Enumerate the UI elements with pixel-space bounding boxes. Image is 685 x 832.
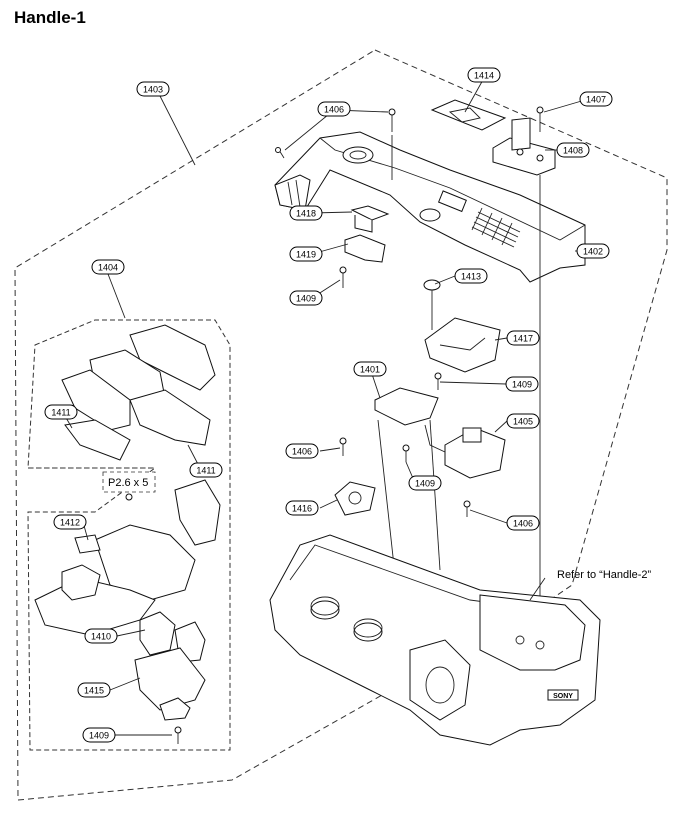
part-label-1414: 1414 bbox=[467, 67, 501, 83]
svg-text:1406: 1406 bbox=[324, 105, 344, 115]
part-label-1418: 1418 bbox=[289, 205, 323, 221]
part-label-1409-c: 1409 bbox=[408, 475, 442, 491]
part-label-1413: 1413 bbox=[454, 268, 488, 284]
main-handle-body: SONY bbox=[269, 534, 601, 746]
refer-note: Refer to “Handle-2” bbox=[557, 569, 651, 581]
part-label-1407: 1407 bbox=[579, 91, 613, 107]
part-label-1412: 1412 bbox=[53, 514, 87, 530]
part-label-1403: 1403 bbox=[136, 81, 170, 97]
part-1401-board bbox=[374, 387, 439, 426]
svg-text:1402: 1402 bbox=[583, 247, 603, 257]
svg-text:1406: 1406 bbox=[292, 447, 312, 457]
svg-text:1403: 1403 bbox=[143, 85, 163, 95]
brand-mark: SONY bbox=[553, 693, 573, 700]
part-1408-bracket bbox=[492, 117, 556, 176]
screw-icons bbox=[125, 106, 544, 744]
svg-text:1405: 1405 bbox=[513, 417, 533, 427]
handle-top-part bbox=[274, 131, 586, 283]
part-label-1401: 1401 bbox=[353, 361, 387, 377]
svg-text:1411: 1411 bbox=[51, 408, 70, 418]
part-1404-covers bbox=[61, 324, 216, 461]
screw-spec-note: P2.6 x 5 bbox=[102, 471, 156, 493]
part-label-1415: 1415 bbox=[77, 682, 111, 698]
svg-text:1417: 1417 bbox=[513, 334, 533, 344]
page-title: Handle-1 bbox=[14, 8, 86, 27]
svg-text:1409: 1409 bbox=[512, 380, 532, 390]
svg-text:1415: 1415 bbox=[84, 686, 104, 696]
part-1410-1412-1415 bbox=[34, 479, 221, 721]
svg-text:P2.6 x 5: P2.6 x 5 bbox=[108, 477, 148, 489]
svg-text:1409: 1409 bbox=[415, 479, 435, 489]
part-label-1409-d: 1409 bbox=[82, 727, 116, 743]
svg-text:1401: 1401 bbox=[360, 365, 380, 375]
svg-text:1404: 1404 bbox=[98, 263, 118, 273]
part-1416 bbox=[334, 481, 376, 516]
part-label-1408: 1408 bbox=[556, 142, 590, 158]
part-label-1410: 1410 bbox=[84, 628, 118, 644]
svg-text:1414: 1414 bbox=[474, 71, 494, 81]
part-label-1411-b: 1411 bbox=[189, 462, 223, 478]
svg-text:1419: 1419 bbox=[296, 250, 316, 260]
svg-text:1411: 1411 bbox=[196, 466, 215, 476]
part-label-1406-top: 1406 bbox=[317, 101, 351, 117]
part-label-1419: 1419 bbox=[289, 246, 323, 262]
part-label-1402: 1402 bbox=[576, 243, 610, 259]
part-label-1404: 1404 bbox=[91, 259, 125, 275]
svg-text:1409: 1409 bbox=[89, 731, 109, 741]
part-label-1406-low: 1406 bbox=[506, 515, 540, 531]
svg-text:1418: 1418 bbox=[296, 209, 316, 219]
part-1418-1419 bbox=[344, 205, 390, 263]
svg-text:1413: 1413 bbox=[461, 272, 481, 282]
svg-text:1407: 1407 bbox=[586, 95, 606, 105]
svg-text:1410: 1410 bbox=[91, 632, 111, 642]
part-1417-plate bbox=[424, 317, 501, 373]
part-label-1416: 1416 bbox=[285, 500, 319, 516]
svg-text:1406: 1406 bbox=[513, 519, 533, 529]
svg-text:1416: 1416 bbox=[292, 504, 312, 514]
part-label-1405: 1405 bbox=[506, 413, 540, 429]
part-label-1409-b: 1409 bbox=[505, 376, 539, 392]
part-label-1406-mid: 1406 bbox=[285, 443, 319, 459]
part-1414-cover bbox=[430, 99, 507, 131]
svg-text:1412: 1412 bbox=[60, 518, 80, 528]
svg-text:1409: 1409 bbox=[296, 294, 316, 304]
svg-text:1408: 1408 bbox=[563, 146, 583, 156]
part-1405-switch bbox=[424, 424, 506, 479]
part-label-1417: 1417 bbox=[506, 330, 540, 346]
part-label-1411-a: 1411 bbox=[44, 404, 78, 420]
part-1413 bbox=[423, 279, 441, 291]
part-label-1409-a: 1409 bbox=[289, 290, 323, 306]
